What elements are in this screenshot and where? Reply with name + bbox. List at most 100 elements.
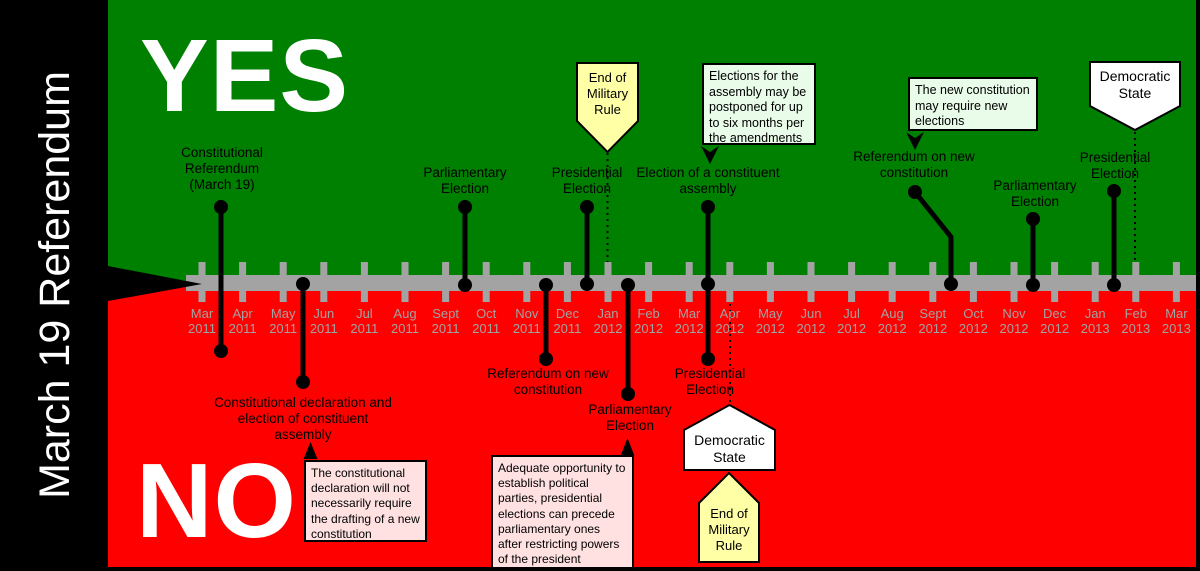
declaration-note-arrow-icon	[303, 442, 318, 459]
event-dot	[701, 352, 715, 366]
timeline-tick	[888, 262, 896, 302]
new-constitution-note: The new constitution may require new ele…	[908, 77, 1038, 131]
event-label-referendum-new-constitution-bottom: Referendum on new constitution	[487, 366, 609, 397]
page-title: March 19 Referendum	[31, 71, 79, 499]
timeline-tick	[1091, 262, 1099, 302]
timeline-tick	[1132, 262, 1140, 302]
timeline-tick	[401, 262, 409, 302]
event-dot	[1026, 278, 1040, 292]
no-heading: NO	[136, 442, 297, 560]
event-label-parliamentary-election-bottom: Parliamentary Election	[588, 402, 672, 433]
event-dot	[580, 277, 594, 291]
event-dots	[214, 184, 1121, 401]
timeline-tick	[482, 262, 490, 302]
event-dot	[1026, 212, 1040, 226]
event-label-constitutional-referendum: Constitutional Referendum (March 19)	[181, 145, 263, 192]
timeline-tick	[766, 262, 774, 302]
event-dot	[458, 200, 472, 214]
referendum-new-constitution-bent-line	[913, 190, 954, 284]
timeline-ticks	[198, 262, 1180, 302]
event-label-presidential-election-2011: Presidential Election	[551, 165, 623, 196]
event-label-referendum-new-constitution: Referendum on new constitution	[853, 149, 975, 180]
timeline-tick	[726, 262, 734, 302]
parties-note-arrow-icon	[620, 438, 635, 456]
timeline-tick	[198, 262, 206, 302]
timeline-tick	[523, 262, 531, 302]
timeline-tick	[645, 262, 653, 302]
democratic-state-top-callout	[1089, 61, 1181, 132]
event-dot	[539, 352, 553, 366]
timeline-tick	[279, 262, 287, 302]
event-dot	[214, 344, 228, 358]
timeline-tick	[360, 262, 368, 302]
democratic-state-bottom-label: Democratic State	[694, 432, 765, 465]
timeline-tick	[848, 262, 856, 302]
event-dot	[621, 387, 635, 401]
timeline-pointer-wedge	[108, 266, 202, 301]
end-military-rule-bottom-callout	[698, 471, 760, 563]
timeline-tick	[685, 262, 693, 302]
event-dot	[214, 200, 228, 214]
event-dot	[701, 200, 715, 214]
event-label-parliamentary-election-2011: Parliamentary Election	[423, 165, 507, 196]
event-dot	[458, 278, 472, 292]
constitutional-declaration-note: The constitutional declaration will not …	[304, 460, 427, 542]
event-dot	[296, 277, 310, 291]
democratic-state-bottom-callout	[683, 403, 776, 471]
event-label-constituent-assembly: Election of a constituent assembly	[636, 165, 780, 196]
event-dot	[539, 278, 553, 292]
democratic-state-top-label: Democratic State	[1099, 68, 1171, 101]
no-region-background	[108, 283, 1196, 567]
event-label-constitutional-declaration: Constitutional declaration and election …	[214, 395, 392, 442]
timeline-tick	[1051, 262, 1059, 302]
event-dot	[621, 278, 635, 292]
yes-region-background	[108, 0, 1196, 283]
yes-heading: YES	[140, 18, 350, 133]
event-dot	[701, 277, 715, 291]
timeline-tick	[969, 262, 977, 302]
event-dot	[580, 200, 594, 214]
political-parties-note: Adequate opportunity to establish politi…	[491, 455, 634, 569]
event-label-presidential-election-2013: Presidential Election	[1079, 150, 1151, 181]
event-dot	[1107, 184, 1121, 198]
event-label-parliamentary-election-2012: Parliamentary Election	[993, 178, 1077, 209]
constitution-note-arrow-icon	[906, 132, 924, 150]
timeline-tick	[563, 262, 571, 302]
event-dot	[908, 185, 922, 199]
timeline-tick	[604, 262, 612, 302]
timeline-tick	[807, 262, 815, 302]
timeline-tick	[442, 262, 450, 302]
end-military-rule-top-label: End of Military Rule	[586, 70, 629, 117]
timeline-tick	[320, 262, 328, 302]
timeline-tick	[1010, 262, 1018, 302]
event-dot	[944, 277, 958, 291]
event-label-presidential-election-bottom: Presidential Election	[674, 366, 746, 397]
timeline-tick	[929, 262, 937, 302]
